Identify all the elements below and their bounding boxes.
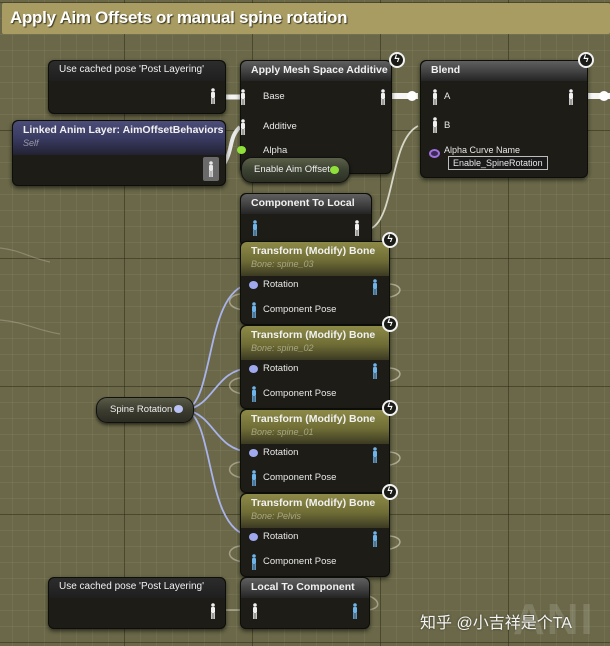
- rotator-output-pin[interactable]: [174, 405, 183, 413]
- pose-figure-icon[interactable]: [209, 603, 217, 619]
- transform-bone-node-spine-03[interactable]: Transform (Modify) Bone Bone: spine_03 R…: [240, 241, 390, 325]
- pose-figure-icon-blue[interactable]: [371, 447, 379, 463]
- a-pin-label: A: [444, 91, 451, 102]
- pose-figure-icon-blue[interactable]: [371, 363, 379, 379]
- pose-figure-icon[interactable]: [567, 89, 575, 105]
- rotator-pin[interactable]: [249, 281, 258, 289]
- node-title: Apply Mesh Space Additive: [251, 64, 388, 76]
- additive-pin-label: Additive: [263, 121, 297, 132]
- rotation-pin-label: Rotation: [263, 279, 299, 290]
- pose-figure-icon-blue[interactable]: [371, 531, 379, 547]
- comment-title: Apply Aim Offsets or manual spine rotati…: [10, 8, 348, 27]
- graph-type-watermark: ANI: [513, 595, 595, 644]
- zhihu-watermark: 知乎 @小吉祥是个TA: [420, 615, 572, 632]
- pose-figure-icon[interactable]: [239, 119, 247, 135]
- node-title: Blend: [431, 64, 461, 76]
- transform-bone-node-pelvis[interactable]: Transform (Modify) Bone Bone: Pelvis Rot…: [240, 493, 390, 577]
- pose-figure-icon-blue[interactable]: [250, 302, 258, 318]
- rotator-pin[interactable]: [249, 533, 258, 541]
- pose-figure-icon-blue[interactable]: [371, 279, 379, 295]
- local-to-component-node[interactable]: Local To Component: [240, 577, 370, 629]
- pose-figure-icon[interactable]: [209, 88, 217, 104]
- pose-figure-icon-blue[interactable]: [250, 386, 258, 402]
- bone-subtitle: Bone: spine_01: [251, 427, 314, 437]
- pose-figure-icon-blue[interactable]: [250, 554, 258, 570]
- comment-box-header[interactable]: Apply Aim Offsets or manual spine rotati…: [2, 3, 610, 34]
- pose-figure-icon[interactable]: [431, 89, 439, 105]
- pose-figure-icon[interactable]: [379, 89, 387, 105]
- component-pose-pin-label: Component Pose: [263, 472, 337, 483]
- pose-figure-icon[interactable]: [251, 603, 259, 619]
- rotator-pin[interactable]: [249, 365, 258, 373]
- alpha-pin-label: Alpha: [263, 145, 288, 156]
- transform-bone-node-spine-02[interactable]: Transform (Modify) Bone Bone: spine_02 R…: [240, 325, 390, 409]
- node-title: Transform (Modify) Bone: [251, 497, 376, 509]
- node-subtitle: Self: [23, 138, 39, 148]
- rotation-pin-label: Rotation: [263, 447, 299, 458]
- component-pose-pin-label: Component Pose: [263, 304, 337, 315]
- bone-subtitle: Bone: spine_03: [251, 259, 314, 269]
- component-pose-pin-label: Component Pose: [263, 556, 337, 567]
- blend-node[interactable]: Blend A B Alpha Curve Name Enable_SpineR…: [420, 60, 588, 178]
- node-title: Use cached pose 'Post Layering': [59, 64, 205, 75]
- lightning-bolt-icon: ϟ: [389, 52, 405, 68]
- lightning-bolt-icon: ϟ: [382, 232, 398, 248]
- bone-subtitle: Bone: spine_02: [251, 343, 314, 353]
- component-pose-pin-label: Component Pose: [263, 388, 337, 399]
- pose-figure-icon-blue[interactable]: [351, 603, 359, 619]
- bool-output-pin[interactable]: [330, 166, 339, 174]
- node-title: Use cached pose 'Post Layering': [59, 581, 205, 592]
- pose-figure-icon[interactable]: [207, 161, 215, 177]
- linked-anim-layer-node[interactable]: Linked Anim Layer: AimOffsetBehaviors Se…: [12, 120, 226, 186]
- cached-pose-node-bottom[interactable]: Use cached pose 'Post Layering': [48, 577, 226, 629]
- lightning-bolt-icon: ϟ: [382, 484, 398, 500]
- spine-rotation-variable[interactable]: Spine Rotation: [96, 397, 194, 423]
- node-title: Linked Anim Layer: AimOffsetBehaviors: [23, 124, 224, 136]
- component-to-local-node[interactable]: Component To Local: [240, 193, 372, 247]
- transform-bone-node-spine-01[interactable]: Transform (Modify) Bone Bone: spine_01 R…: [240, 409, 390, 493]
- pose-figure-icon-blue[interactable]: [250, 470, 258, 486]
- pose-figure-icon[interactable]: [353, 220, 361, 236]
- pose-figure-icon[interactable]: [431, 117, 439, 133]
- bone-subtitle: Bone: Pelvis: [251, 511, 302, 521]
- apply-mesh-space-additive-node[interactable]: Apply Mesh Space Additive Base Additive …: [237, 60, 392, 174]
- node-title: Transform (Modify) Bone: [251, 245, 376, 257]
- alpha-curve-name-input[interactable]: Enable_SpineRotation: [448, 156, 548, 170]
- alpha-pin[interactable]: [237, 146, 246, 154]
- enable-aim-offset-variable[interactable]: Enable Aim Offset: [241, 157, 350, 183]
- pose-figure-icon-blue[interactable]: [251, 220, 259, 236]
- lightning-bolt-icon: ϟ: [578, 52, 594, 68]
- base-pin-label: Base: [263, 91, 285, 102]
- variable-label: Spine Rotation: [110, 404, 173, 415]
- variable-label: Enable Aim Offset: [254, 164, 330, 175]
- b-pin-label: B: [444, 120, 451, 131]
- rotation-pin-label: Rotation: [263, 363, 299, 374]
- pose-figure-icon[interactable]: [239, 89, 247, 105]
- cached-pose-node-top[interactable]: Use cached pose 'Post Layering': [48, 60, 226, 114]
- wire-ctl-to-b: [371, 125, 419, 229]
- rotation-pin-label: Rotation: [263, 531, 299, 542]
- name-pin[interactable]: [429, 149, 440, 158]
- node-title: Component To Local: [251, 197, 355, 209]
- node-title: Transform (Modify) Bone: [251, 329, 376, 341]
- lightning-bolt-icon: ϟ: [382, 316, 398, 332]
- alpha-curve-name-label: Alpha Curve Name: [444, 145, 521, 155]
- node-title: Transform (Modify) Bone: [251, 413, 376, 425]
- node-title: Local To Component: [251, 581, 355, 593]
- lightning-bolt-icon: ϟ: [382, 400, 398, 416]
- rotator-pin[interactable]: [249, 449, 258, 457]
